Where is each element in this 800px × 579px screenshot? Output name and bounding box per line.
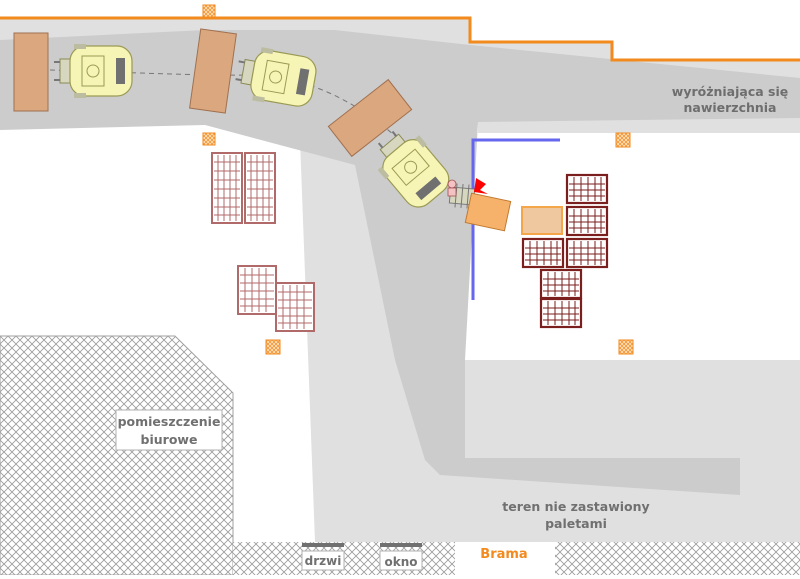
rack-icon xyxy=(565,205,609,237)
rack-icon xyxy=(521,237,565,269)
rack-icon xyxy=(539,297,583,329)
office-label: pomieszczenie biurowe xyxy=(118,414,221,447)
bottom-wall-right xyxy=(555,542,800,575)
pillar-marker-icon xyxy=(265,339,281,355)
rack-icon xyxy=(539,268,583,300)
svg-text:wyróżniająca się: wyróżniająca się xyxy=(672,84,788,99)
rack-icon xyxy=(237,265,277,315)
gate-label: Brama xyxy=(480,547,527,562)
pillar-marker-icon xyxy=(615,132,631,148)
door-label-box xyxy=(301,550,345,571)
pillar-marker-icon xyxy=(618,339,634,355)
clear-area-label: teren nie zastawiony paletami xyxy=(502,499,649,531)
rack-icon xyxy=(275,282,315,332)
door-label: drzwi xyxy=(305,554,342,568)
person-icon xyxy=(447,179,457,197)
damage-marker-icon xyxy=(474,178,488,194)
surface-label: wyróżniająca się nawierzchnia xyxy=(672,84,788,115)
window-bar xyxy=(380,543,422,547)
rack-icon xyxy=(565,173,609,205)
svg-text:biurowe: biurowe xyxy=(141,432,198,447)
window-label: okno xyxy=(384,555,417,569)
driving-lane xyxy=(0,30,800,495)
pallet-icon xyxy=(521,206,563,235)
pallet-icon xyxy=(464,192,512,232)
office-building xyxy=(0,335,234,576)
pillar-marker-icon xyxy=(202,132,216,146)
boundary-line xyxy=(0,16,800,62)
barrier-line xyxy=(471,138,560,300)
gate-opening xyxy=(455,542,555,575)
rack-icon xyxy=(211,152,243,224)
office-label-box xyxy=(115,409,223,451)
rack-icon xyxy=(565,237,609,269)
svg-text:teren nie zastawiony: teren nie zastawiony xyxy=(502,499,649,514)
door-bar xyxy=(302,543,344,547)
pallet-icon xyxy=(13,32,49,112)
rack-icon xyxy=(244,152,276,224)
pillar-marker-icon xyxy=(202,4,216,18)
pallet-icon xyxy=(189,28,237,114)
svg-text:nawierzchnia: nawierzchnia xyxy=(683,100,776,115)
window-label-box xyxy=(379,550,423,571)
pallet-icon xyxy=(327,78,413,158)
svg-text:paletami: paletami xyxy=(545,516,607,531)
svg-text:pomieszczenie: pomieszczenie xyxy=(118,414,221,429)
